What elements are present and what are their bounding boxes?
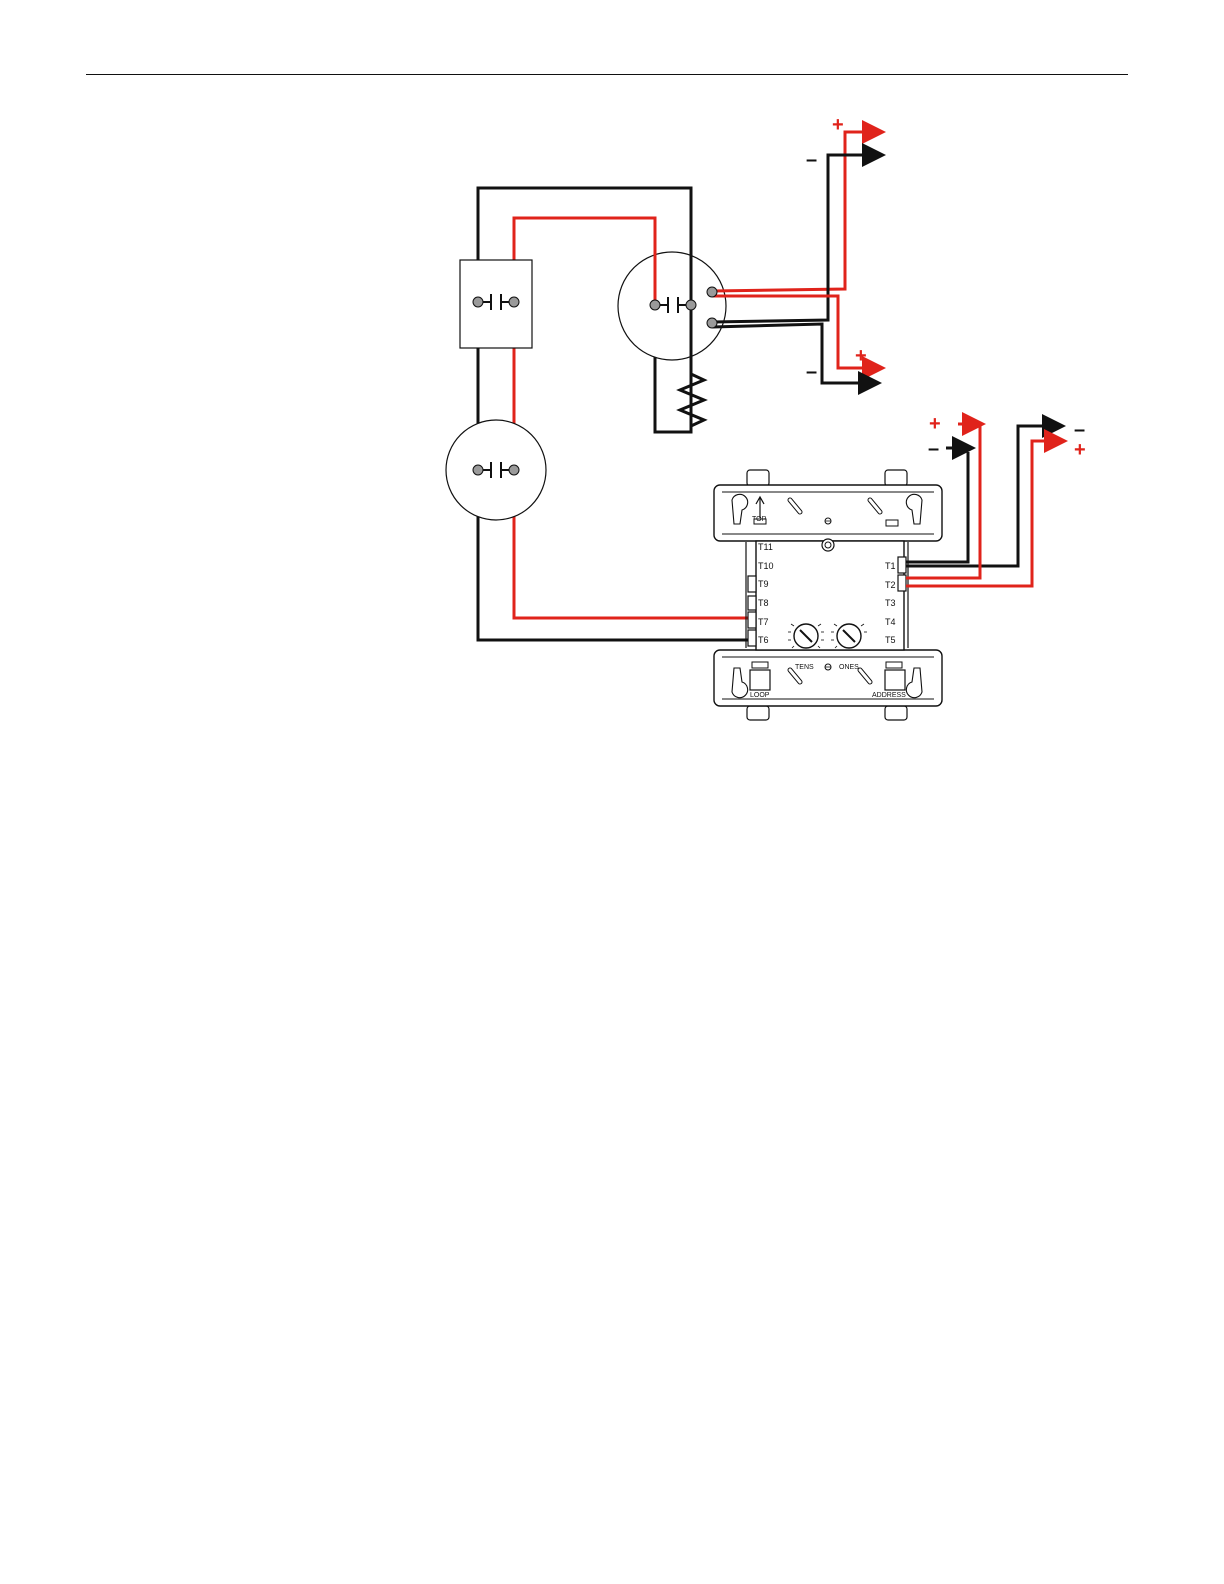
terminal-t5-label: T5 xyxy=(885,635,896,645)
power-in-plus-label: + xyxy=(832,114,844,136)
module-top-label: TOP xyxy=(752,516,767,523)
negative-loop-wire xyxy=(478,188,750,640)
module-loop-label: LOOP xyxy=(750,692,770,699)
terminal-t10-label: T10 xyxy=(758,561,774,571)
monitor-module xyxy=(714,470,942,720)
tens-switch-label: TENS xyxy=(795,664,814,671)
detector-circle-upper xyxy=(618,252,726,360)
terminal-t1-label: T1 xyxy=(885,561,896,571)
terminal-t3-label: T3 xyxy=(885,598,896,608)
slc-out-minus-label: – xyxy=(1074,419,1085,441)
terminal-t2-label: T2 xyxy=(885,580,896,590)
ones-switch-label: ONES xyxy=(839,664,859,671)
terminal-t6-label: T6 xyxy=(758,635,769,645)
power-out-minus-label: – xyxy=(806,361,817,383)
terminal-t7-label: T7 xyxy=(758,617,769,627)
pull-station-box xyxy=(460,260,532,348)
slc-in-minus-label: – xyxy=(928,438,939,460)
terminal-t8-label: T8 xyxy=(758,598,769,608)
terminal-t9-label: T9 xyxy=(758,579,769,589)
power-in-minus-label: – xyxy=(806,149,817,171)
module-address-label: ADDRESS xyxy=(872,692,906,699)
slc-out-plus-label: + xyxy=(1074,439,1086,461)
detector-circle-lower xyxy=(446,420,546,520)
terminal-t11-label: T11 xyxy=(758,542,773,552)
terminal-t4-label: T4 xyxy=(885,617,896,627)
power-out-plus-label: + xyxy=(855,345,867,367)
slc-in-plus-label: + xyxy=(929,413,941,435)
